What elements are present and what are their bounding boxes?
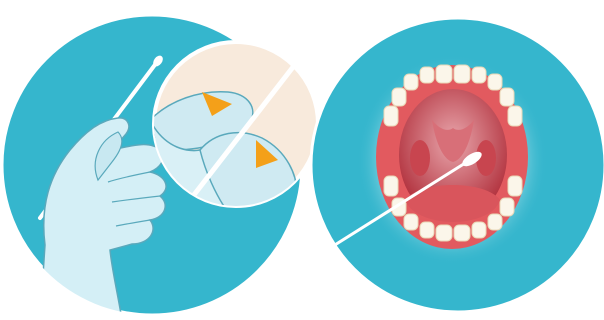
open-mouth-swab-panel bbox=[311, 18, 604, 312]
tonsil-left bbox=[410, 140, 430, 176]
